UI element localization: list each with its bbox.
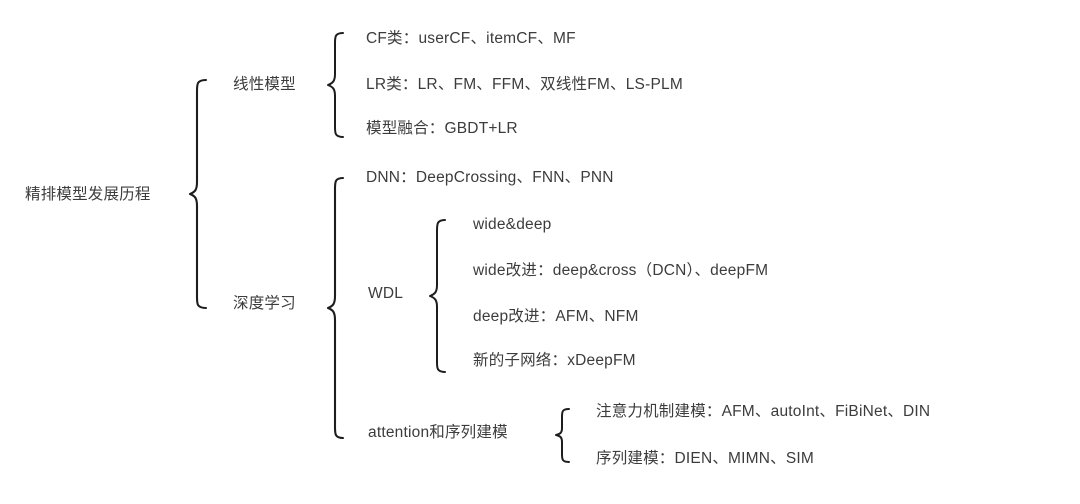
wdl-label: WDL: [368, 285, 404, 302]
attention-label: attention和序列建模: [368, 424, 508, 441]
wdl-brace: [429, 219, 446, 373]
attention-brace: [555, 408, 570, 463]
level2-label-linear: 线性模型: [233, 76, 296, 93]
wdl-item-deep-improved: deep改进：AFM、NFM: [473, 308, 639, 325]
linear-model-brace: [327, 32, 344, 138]
attention-item-sequence: 序列建模：DIEN、MIMN、SIM: [596, 450, 815, 467]
linear-item-fusion: 模型融合：GBDT+LR: [366, 120, 518, 137]
root-brace: [188, 78, 208, 310]
wdl-item-new-subnet: 新的子网络：xDeepFM: [473, 352, 636, 369]
root-label: 精排模型发展历程: [25, 186, 151, 203]
deep-learning-brace: [326, 176, 345, 440]
attention-item-mechanism: 注意力机制建模：AFM、autoInt、FiBiNet、DIN: [596, 403, 931, 420]
linear-item-lr: LR类：LR、FM、FFM、双线性FM、LS-PLM: [366, 76, 683, 93]
linear-item-cf: CF类：userCF、itemCF、MF: [366, 30, 576, 47]
deep-item-dnn: DNN：DeepCrossing、FNN、PNN: [366, 169, 614, 186]
level2-label-deep: 深度学习: [233, 295, 296, 312]
wdl-item-wide-improved: wide改进：deep&cross（DCN）、deepFM: [473, 262, 769, 279]
wdl-item-wide-and-deep: wide&deep: [473, 216, 552, 233]
